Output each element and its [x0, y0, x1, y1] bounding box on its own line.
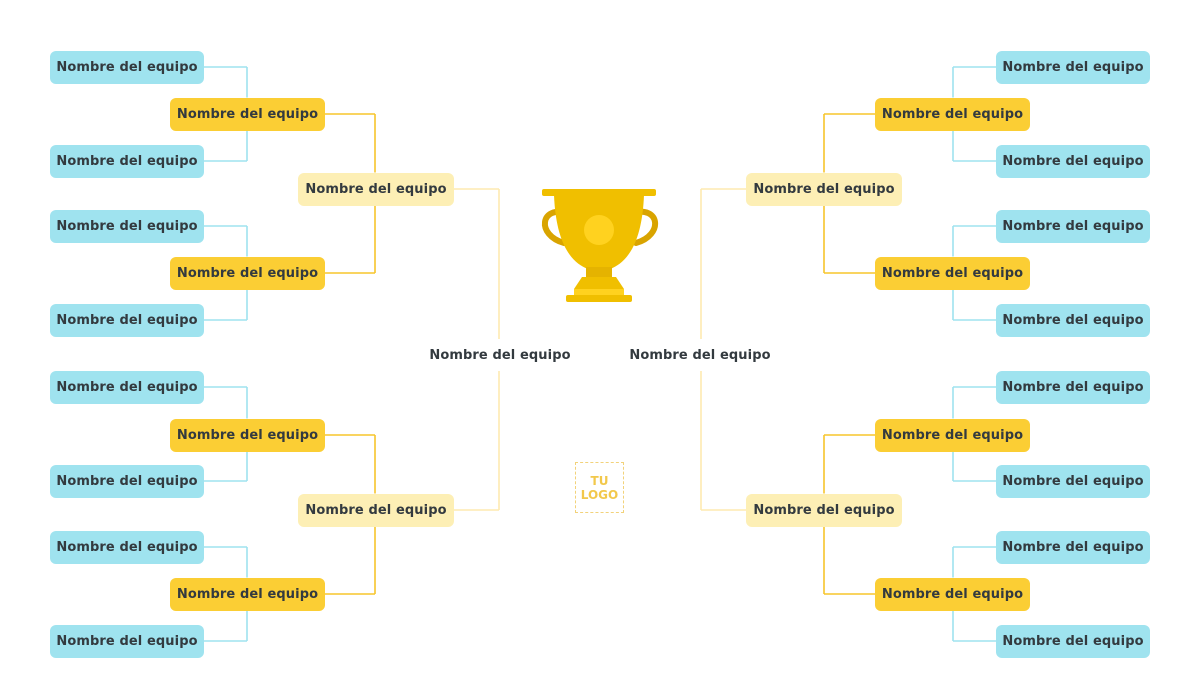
left-r4-team-1[interactable]: Nombre del equipo: [429, 347, 571, 363]
right-r2-team-4[interactable]: Nombre del equipo: [875, 577, 1030, 611]
right-r1-team-4[interactable]: Nombre del equipo: [996, 303, 1150, 337]
left-r3-team-1[interactable]: Nombre del equipo: [298, 172, 454, 206]
right-r4-team-1[interactable]: Nombre del equipo: [629, 347, 771, 363]
left-r1-team-4[interactable]: Nombre del equipo: [50, 303, 204, 337]
left-r2-team-3[interactable]: Nombre del equipo: [170, 418, 325, 452]
logo-line-2: LOGO: [580, 487, 619, 502]
right-r2-team-3[interactable]: Nombre del equipo: [875, 418, 1030, 452]
right-r2-team-1[interactable]: Nombre del equipo: [875, 97, 1030, 131]
trophy-base: [574, 277, 624, 289]
left-r2-team-4[interactable]: Nombre del equipo: [170, 577, 325, 611]
right-r1-team-3[interactable]: Nombre del equipo: [996, 209, 1150, 243]
left-r1-team-6[interactable]: Nombre del equipo: [50, 464, 204, 498]
trophy-stem: [586, 267, 612, 277]
right-r3-team-1[interactable]: Nombre del equipo: [746, 172, 902, 206]
right-r1-team-1[interactable]: Nombre del equipo: [996, 50, 1150, 84]
left-r2-team-2[interactable]: Nombre del equipo: [170, 256, 325, 290]
left-r1-team-1[interactable]: Nombre del equipo: [50, 50, 204, 84]
trophy-icon: [542, 189, 658, 302]
trophy-emblem: [584, 215, 614, 245]
left-r1-team-8[interactable]: Nombre del equipo: [50, 624, 204, 658]
left-r1-team-5[interactable]: Nombre del equipo: [50, 370, 204, 404]
trophy-foot-band: [574, 289, 624, 295]
right-r1-team-2[interactable]: Nombre del equipo: [996, 144, 1150, 178]
right-r1-team-7[interactable]: Nombre del equipo: [996, 530, 1150, 564]
right-r1-team-6[interactable]: Nombre del equipo: [996, 464, 1150, 498]
right-r1-team-5[interactable]: Nombre del equipo: [996, 370, 1150, 404]
trophy-foot: [566, 295, 632, 302]
left-r3-team-2[interactable]: Nombre del equipo: [298, 493, 454, 527]
left-r1-team-2[interactable]: Nombre del equipo: [50, 144, 204, 178]
left-r1-team-7[interactable]: Nombre del equipo: [50, 530, 204, 564]
right-r2-team-2[interactable]: Nombre del equipo: [875, 256, 1030, 290]
logo-line-1: TU: [590, 473, 609, 488]
logo-placeholder: TU LOGO: [575, 462, 624, 513]
trophy-rim: [542, 189, 656, 196]
right-r3-team-2[interactable]: Nombre del equipo: [746, 493, 902, 527]
left-r2-team-1[interactable]: Nombre del equipo: [170, 97, 325, 131]
right-r1-team-8[interactable]: Nombre del equipo: [996, 624, 1150, 658]
left-r1-team-3[interactable]: Nombre del equipo: [50, 209, 204, 243]
